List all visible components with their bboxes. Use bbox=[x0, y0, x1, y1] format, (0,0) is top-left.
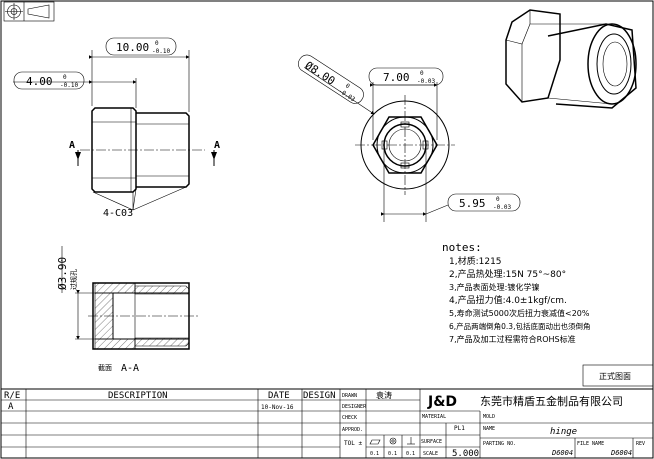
svg-text:-0.03: -0.03 bbox=[493, 204, 511, 211]
svg-text:10-Nov-16: 10-Nov-16 bbox=[261, 404, 294, 411]
svg-text:5.000: 5.000 bbox=[452, 449, 479, 459]
section-view-aa: 截面 A-A bbox=[88, 282, 200, 374]
svg-text:PL1: PL1 bbox=[454, 425, 465, 432]
svg-text:SCALE: SCALE bbox=[423, 451, 438, 457]
note-item: 4,产品扭力值:4.0±1kgf/cm. bbox=[449, 294, 567, 306]
svg-text:过规孔: 过规孔 bbox=[69, 269, 78, 290]
company-name: 东莞市精盾五金制品有限公司 bbox=[480, 394, 623, 408]
company-logo: J&D bbox=[427, 394, 457, 410]
parallel-icon bbox=[369, 439, 381, 445]
note-item: 3,产品表面处理:镀化学镍 bbox=[449, 282, 539, 292]
dim-inner: 5.95 0 -0.03 bbox=[381, 145, 521, 222]
perpendicular-icon bbox=[407, 437, 415, 445]
svg-text:NAME: NAME bbox=[483, 426, 495, 432]
note-item: 2,产品热处理:15N 75°~80° bbox=[449, 268, 566, 280]
svg-text:REV: REV bbox=[636, 441, 645, 447]
note-item: 1,材质:1215 bbox=[449, 255, 502, 267]
svg-text:SURFACE: SURFACE bbox=[421, 439, 442, 445]
parting-no: D6004 bbox=[551, 449, 573, 457]
svg-text:CHECK: CHECK bbox=[342, 415, 357, 421]
dim-hex-length: 4.00 0 -0.10 bbox=[13, 71, 137, 108]
svg-text:FILE NAME: FILE NAME bbox=[577, 441, 604, 447]
svg-text:Ø8.00: Ø8.00 bbox=[303, 59, 338, 88]
section-marker-left: A bbox=[69, 140, 75, 151]
dim-across-flats: 7.00 0 -0.03 bbox=[368, 67, 444, 140]
note-item: 5,寿命测试5000次后扭力衰减值<20% bbox=[449, 308, 590, 318]
svg-text:Ø3.90: Ø3.90 bbox=[56, 257, 69, 290]
svg-text:0.1: 0.1 bbox=[388, 451, 397, 457]
svg-text:0: 0 bbox=[496, 196, 500, 203]
svg-text:-0.10: -0.10 bbox=[152, 48, 170, 55]
side-view bbox=[355, 95, 455, 195]
svg-text:4.00: 4.00 bbox=[26, 75, 53, 88]
file-name: D6004 bbox=[610, 449, 632, 457]
svg-text:A: A bbox=[8, 402, 14, 412]
svg-text:DESCRIPTION: DESCRIPTION bbox=[108, 391, 168, 401]
svg-text:0: 0 bbox=[63, 74, 67, 81]
svg-text:TOL ±: TOL ± bbox=[344, 440, 362, 447]
svg-text:APPROD.: APPROD. bbox=[342, 427, 363, 433]
front-view: A A bbox=[69, 107, 220, 193]
section-name: A-A bbox=[121, 363, 139, 374]
note-item: 6,产品两端倒角0.3,包括底面动出也须倒角 bbox=[449, 321, 590, 331]
svg-text:PARTING NO.: PARTING NO. bbox=[483, 441, 516, 447]
svg-text:袁涛: 袁涛 bbox=[376, 390, 392, 400]
svg-text:4-C03: 4-C03 bbox=[103, 208, 133, 219]
svg-text:0.1: 0.1 bbox=[370, 451, 379, 457]
svg-text:-0.03: -0.03 bbox=[417, 78, 435, 85]
svg-text:DATE: DATE bbox=[268, 391, 290, 401]
dim-bore-diameter: Ø3.90 过规孔 bbox=[56, 246, 113, 340]
dim-overall-length: 10.00 0 -0.10 bbox=[89, 37, 190, 112]
svg-text:0.1: 0.1 bbox=[406, 451, 415, 457]
svg-text:-0.10: -0.10 bbox=[60, 82, 78, 89]
projection-symbol-icon bbox=[3, 1, 55, 22]
svg-text:0: 0 bbox=[420, 70, 424, 77]
chamfer-callout: 4-C03 bbox=[92, 186, 187, 219]
notes-block: notes: 1,材质:1215 2,产品热处理:15N 75°~80° 3,产… bbox=[442, 241, 590, 344]
part-name: hinge bbox=[550, 427, 577, 437]
title-block: R/E DESCRIPTION DATE DESIGN A 10-Nov-16 … bbox=[1, 388, 653, 459]
section-prefix: 截面 bbox=[98, 363, 112, 372]
svg-text:DRAWN: DRAWN bbox=[342, 393, 357, 399]
formal-drawing-stamp: 正式图面 bbox=[582, 364, 654, 387]
note-item: 7,产品及加工过程需符合ROHS标准 bbox=[449, 334, 576, 344]
svg-text:0: 0 bbox=[344, 82, 351, 90]
svg-text:7.00: 7.00 bbox=[383, 71, 410, 84]
svg-text:R/E: R/E bbox=[4, 391, 20, 401]
isometric-view bbox=[505, 9, 637, 109]
svg-text:DESIGN: DESIGN bbox=[303, 391, 336, 401]
dim-outer-diameter: Ø8.00 0 -0.03 bbox=[298, 54, 375, 115]
svg-text:DESIGNER: DESIGNER bbox=[342, 404, 367, 410]
circularity-icon bbox=[389, 437, 397, 445]
section-marker-right: A bbox=[214, 140, 220, 151]
svg-text:MATERIAL: MATERIAL bbox=[422, 414, 446, 420]
notes-title: notes: bbox=[442, 241, 482, 254]
svg-text:MOLD: MOLD bbox=[483, 414, 495, 420]
svg-text:5.95: 5.95 bbox=[459, 197, 486, 210]
svg-text:10.00: 10.00 bbox=[116, 41, 149, 54]
svg-text:正式图面: 正式图面 bbox=[599, 371, 631, 381]
svg-text:0: 0 bbox=[155, 40, 159, 47]
